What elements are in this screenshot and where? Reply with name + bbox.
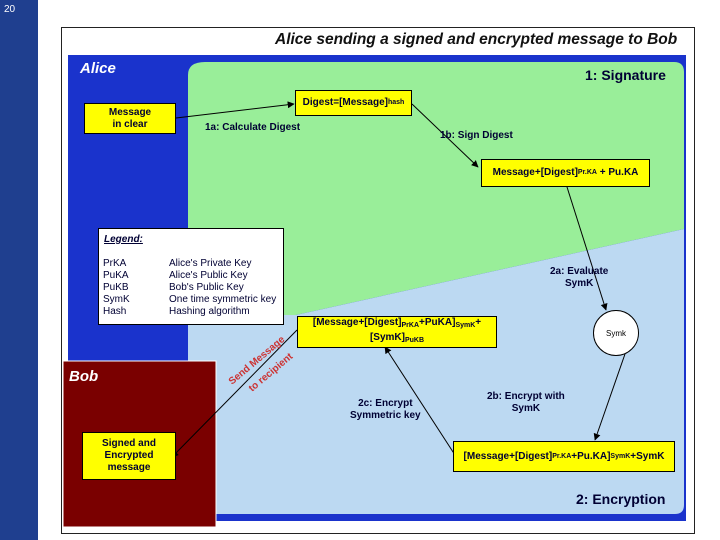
signed-a: Message+[Digest] xyxy=(492,167,578,178)
legend-key: SymK xyxy=(103,294,130,305)
step-2c: 2c: Encrypt Symmetric key xyxy=(350,398,421,422)
bob-message-line3: message xyxy=(107,462,151,473)
step-2b-line1: 2b: Encrypt with xyxy=(487,391,565,402)
digest-text: Digest=[Message] xyxy=(302,97,388,108)
message-in-clear-box: Message in clear xyxy=(84,103,176,134)
digest-box: Digest=[Message]hash xyxy=(295,90,412,116)
digest-sub: hash xyxy=(387,99,405,106)
legend-key: PuKB xyxy=(103,282,129,293)
symk-node: Symk xyxy=(593,310,639,356)
bob-message-line2: Encrypted xyxy=(104,450,154,461)
final-line1: [Message+[Digest]PrKA+PuKA]SymK+ xyxy=(313,317,481,332)
step-1a: 1a: Calculate Digest xyxy=(205,122,301,133)
bob-message-box: Signed and Encrypted message xyxy=(82,432,176,480)
bob-label: Bob xyxy=(69,368,99,385)
final-encrypted-box: [Message+[Digest]PrKA+PuKA]SymK+ [SymK]P… xyxy=(297,316,497,348)
signature-zone xyxy=(188,62,684,315)
step-2b-line2: SymK xyxy=(511,403,541,414)
arrow-eval-symk xyxy=(566,186,608,311)
final-line2: [SymK]PuKB xyxy=(370,332,424,347)
final-d: [SymK] xyxy=(369,332,405,343)
step-2a-line2: SymK xyxy=(565,278,594,289)
legend-key: Hash xyxy=(103,306,127,317)
message-clear-line2: in clear xyxy=(112,118,148,130)
arrow-calc-digest xyxy=(175,101,295,119)
encryption-label: 2: Encryption xyxy=(576,491,666,507)
bob-message-line1: Signed and xyxy=(102,438,156,449)
signed-sub: Pr.KA xyxy=(577,169,597,176)
legend-row: Hash Hashing algorithm xyxy=(103,306,283,318)
step-2c-line2: Symmetric key xyxy=(350,410,421,421)
signed-message-box: Message+[Digest]Pr.KA + Pu.KA xyxy=(481,159,650,187)
legend-key: PuKA xyxy=(103,270,129,281)
legend-value: Alice's Public Key xyxy=(169,270,248,281)
signed-b: + Pu.KA xyxy=(599,167,639,178)
encrypted-c: +SymK xyxy=(630,450,665,462)
arrow-encrypt-symk xyxy=(593,353,626,441)
step-2a-line1: 2a: Evaluate xyxy=(550,266,609,277)
final-b: +PuKA] xyxy=(419,317,456,328)
encrypted-b: +Pu.KA] xyxy=(571,450,611,462)
legend-value: Hashing algorithm xyxy=(169,306,250,317)
encrypted-sub2: SymK xyxy=(610,452,631,460)
legend-row: PuKA Alice's Public Key xyxy=(103,270,283,282)
legend-value: One time symmetric key xyxy=(169,294,277,305)
legend-key: PrKA xyxy=(103,258,127,269)
legend-row: SymK One time symmetric key xyxy=(103,294,283,306)
final-sub2: SymK xyxy=(455,322,476,329)
legend-box: Legend: PrKA Alice's Private Key PuKA Alic… xyxy=(98,228,284,325)
step-2a: 2a: Evaluate SymK xyxy=(550,266,608,290)
page-title: Alice sending a signed and encrypted mes… xyxy=(275,31,678,48)
step-2b: 2b: Encrypt with SymK xyxy=(487,391,565,415)
signature-label: 1: Signature xyxy=(585,67,666,83)
slide-number: 20 xyxy=(4,4,16,15)
final-c: + xyxy=(475,317,482,328)
step-2c-line1: 2c: Encrypt xyxy=(358,398,413,409)
final-sub3: PuKB xyxy=(404,337,425,344)
final-sub1: PrKA xyxy=(401,322,420,329)
arrow-send xyxy=(171,329,298,458)
encrypted-a: [Message+[Digest] xyxy=(463,450,553,462)
step-1b: 1b: Sign Digest xyxy=(440,130,513,141)
message-clear-line1: Message xyxy=(108,106,152,118)
arrow-sign-digest xyxy=(411,103,479,168)
legend-title: Legend: xyxy=(104,234,143,245)
alice-label: Alice xyxy=(80,60,116,77)
encrypted-sub1: Pr.KA xyxy=(552,452,572,460)
legend-value: Alice's Private Key xyxy=(169,258,252,269)
encrypted-message-box: [Message+[Digest]Pr.KA+Pu.KA]SymK+SymK xyxy=(453,441,675,472)
arrow-encrypt-key xyxy=(384,346,456,456)
slide-sidebar: 20 xyxy=(0,0,38,540)
final-a: [Message+[Digest] xyxy=(312,317,402,328)
legend-row: PrKA Alice's Private Key xyxy=(103,258,283,270)
legend-value: Bob's Public Key xyxy=(169,282,244,293)
legend-row: PuKB Bob's Public Key xyxy=(103,282,283,294)
